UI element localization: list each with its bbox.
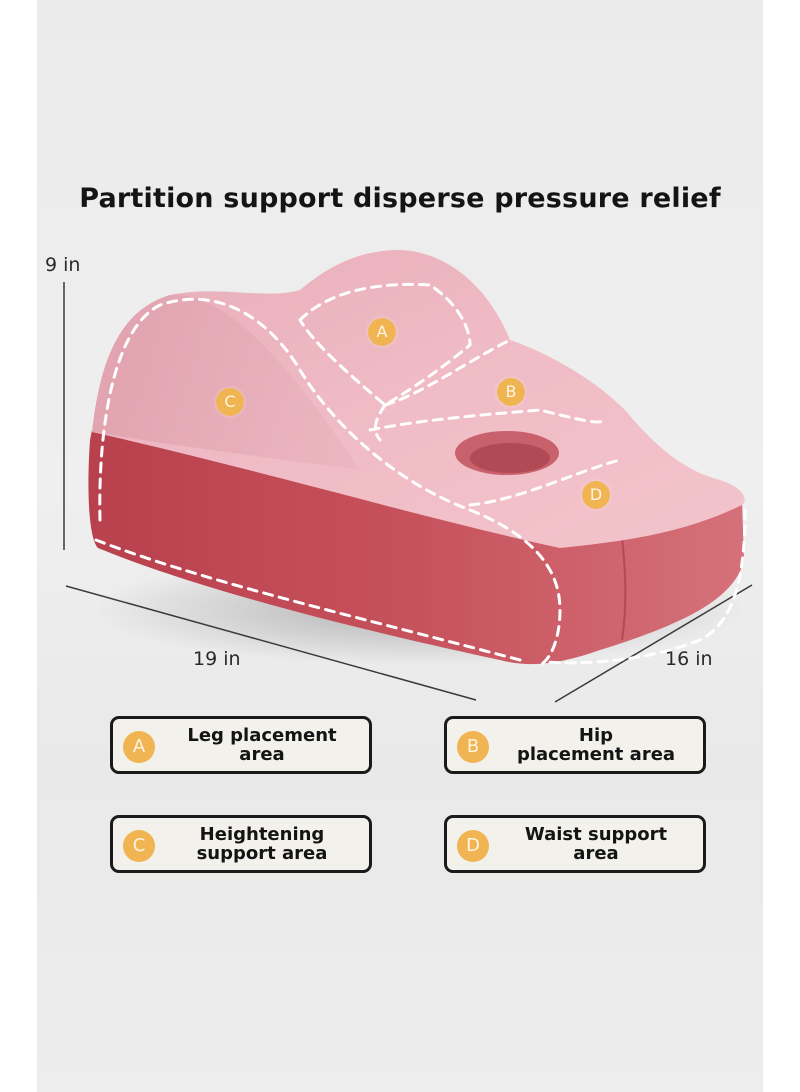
legend-badge-c: C bbox=[123, 830, 155, 862]
cushion-left-face bbox=[92, 294, 360, 470]
hip-cutout-inner bbox=[470, 443, 550, 473]
zone-b-badge: B bbox=[497, 378, 525, 406]
cushion-base bbox=[88, 430, 744, 665]
legend-badge-b: B bbox=[457, 731, 489, 763]
legend-c-line1: Heightening bbox=[199, 824, 325, 845]
legend-d-line1: Waist support bbox=[524, 824, 668, 845]
zone-d-badge: D bbox=[582, 481, 610, 509]
legend-b-line1: Hip bbox=[578, 725, 614, 746]
height-label: 9 in bbox=[45, 254, 81, 276]
legend-d-line2: area bbox=[573, 843, 619, 864]
stitching-lines bbox=[94, 282, 747, 667]
legend-badge-a: A bbox=[123, 731, 155, 763]
depth-dimension-line bbox=[554, 584, 753, 703]
legend-a-line1: Leg placement bbox=[187, 725, 337, 746]
zone-c-badge: C bbox=[216, 388, 244, 416]
zone-a-badge: A bbox=[368, 318, 396, 346]
legend-c-line2: support area bbox=[196, 843, 328, 864]
width-dimension-line bbox=[65, 585, 477, 701]
page-title: Partition support disperse pressure reli… bbox=[79, 183, 721, 214]
legend-badge-d: D bbox=[457, 830, 489, 862]
legend-a-line2: area bbox=[239, 744, 285, 765]
legend-b-line2: placement area bbox=[516, 744, 676, 765]
depth-label: 16 in bbox=[665, 648, 713, 670]
width-label: 19 in bbox=[193, 648, 241, 670]
